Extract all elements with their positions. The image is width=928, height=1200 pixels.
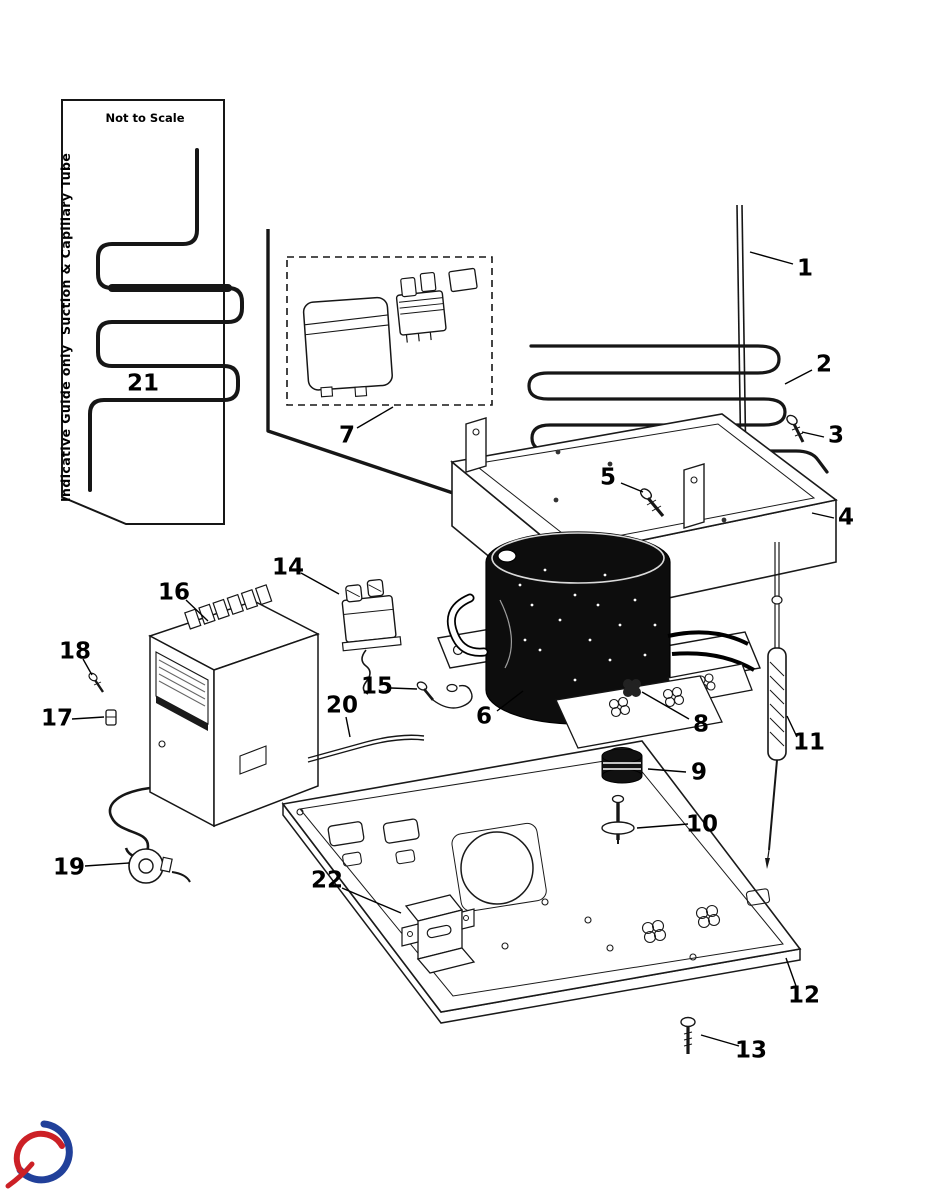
callout-9: 9 — [690, 759, 708, 786]
callout-10: 10 — [685, 811, 719, 838]
leader-lines — [71, 251, 835, 1047]
callout-21: 21 — [126, 370, 160, 397]
callout-8: 8 — [692, 711, 710, 738]
part-6-compressor — [437, 531, 761, 749]
part-9-grommet-stack — [601, 747, 643, 784]
callout-7: 7 — [338, 422, 356, 449]
part-16-control-box — [148, 584, 320, 828]
callout-22: 22 — [310, 867, 344, 894]
callout-2: 2 — [815, 351, 833, 378]
part-17-clip — [105, 709, 117, 726]
callout-17: 17 — [40, 705, 74, 732]
part-20-wire — [307, 734, 425, 763]
part-22-bracket — [401, 894, 476, 974]
callout-19: 19 — [52, 854, 86, 881]
part-19-power-cord — [108, 786, 191, 884]
inset-guide-panel — [61, 99, 244, 525]
part-3-screw — [786, 414, 805, 443]
callout-3: 3 — [827, 422, 845, 449]
inset-side-label-lower: Indicative Guide only — [58, 344, 73, 502]
callout-11: 11 — [792, 729, 826, 756]
callout-16: 16 — [157, 579, 191, 606]
brand-logo-icon — [5, 1120, 73, 1189]
callout-13: 13 — [734, 1037, 768, 1064]
dashed-callout-box — [286, 256, 493, 406]
part-12-base-plate — [281, 740, 802, 1024]
inset-scale-note: Not to Scale — [105, 111, 185, 125]
callout-5: 5 — [599, 464, 617, 491]
part-15-screw-wire — [416, 681, 473, 709]
inset-side-label-upper: Suction & Capillary Tube — [58, 152, 73, 336]
part-18-screw — [88, 672, 104, 693]
callout-1: 1 — [796, 255, 814, 282]
part-8-grommet — [623, 679, 641, 697]
callout-14: 14 — [271, 554, 305, 581]
part-14-relay — [341, 578, 402, 695]
callout-12: 12 — [787, 982, 821, 1009]
part-10-mounting-pin — [601, 794, 635, 844]
callout-20: 20 — [325, 692, 359, 719]
callout-15: 15 — [360, 673, 394, 700]
callout-4: 4 — [837, 504, 855, 531]
callout-18: 18 — [58, 638, 92, 665]
part-11-drier — [765, 542, 787, 869]
callout-6: 6 — [475, 703, 493, 730]
part-5-screw — [639, 488, 665, 518]
part-13-screw — [680, 1016, 696, 1054]
